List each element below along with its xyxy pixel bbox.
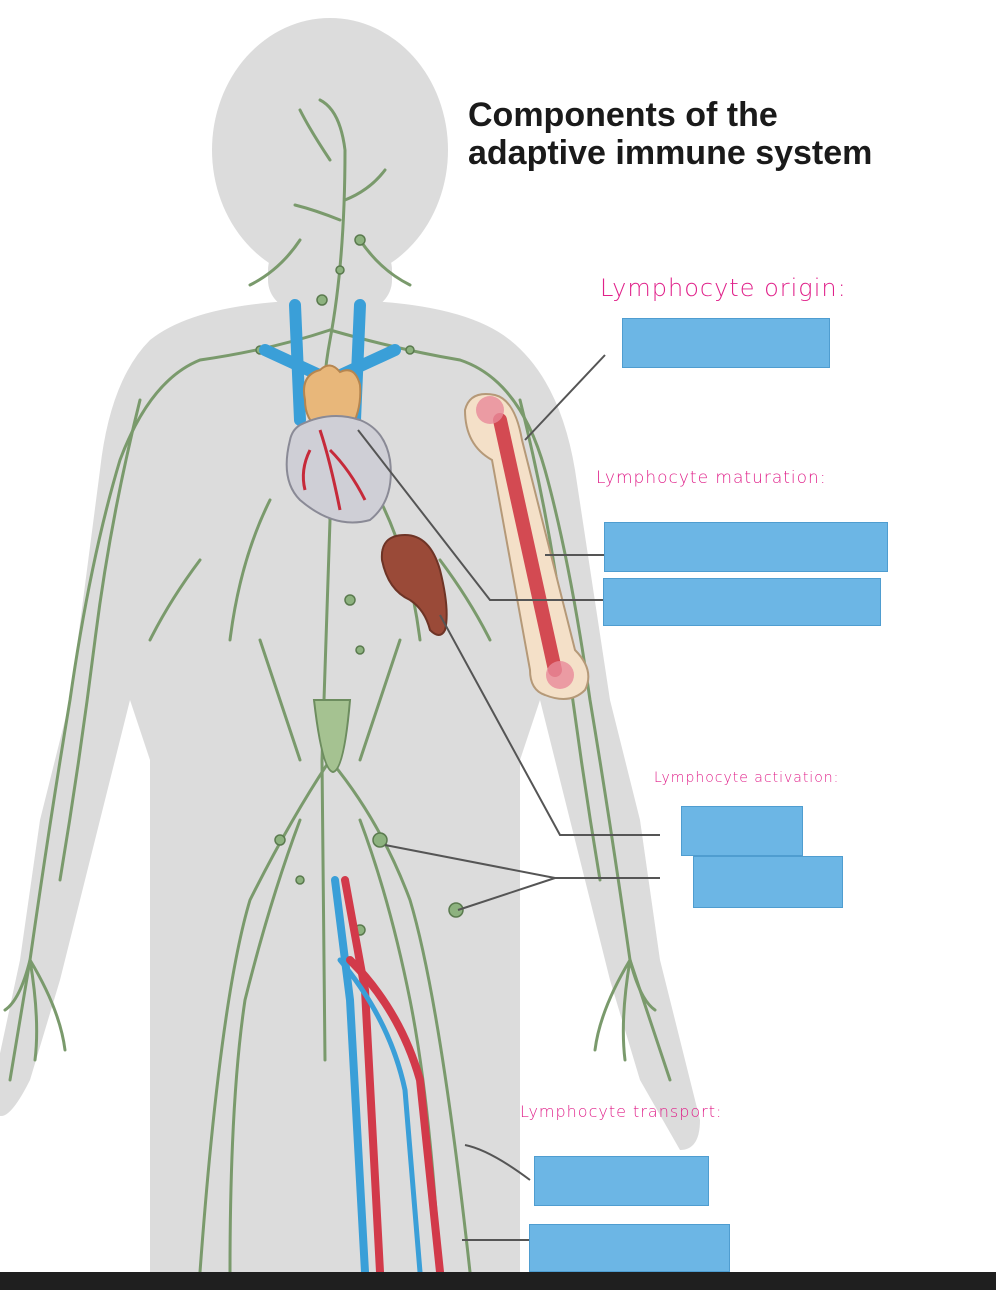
leg-vessels — [331, 876, 444, 1276]
diagram-title: Components of the adaptive immune system — [468, 96, 988, 172]
answer-box-transport-2[interactable] — [529, 1224, 730, 1272]
answer-box-maturation-1[interactable] — [604, 522, 888, 572]
answer-box-activation-2[interactable] — [693, 856, 843, 908]
cisterna-chyli — [312, 699, 352, 774]
spleen — [380, 533, 448, 636]
lymphatic-vessels — [3, 98, 672, 1274]
answer-box-maturation-2[interactable] — [603, 578, 881, 626]
label-lymphocyte-activation: Lymphocyte activation: — [654, 770, 840, 786]
label-lymphocyte-origin: Lymphocyte origin: — [600, 274, 847, 302]
body-silhouette — [0, 18, 700, 1272]
label-lymphocyte-maturation: Lymphocyte maturation: — [596, 468, 827, 488]
label-lymphocyte-transport: Lymphocyte transport: — [520, 1102, 723, 1121]
answer-box-activation-1[interactable] — [681, 806, 803, 856]
title-line-2: adaptive immune system — [468, 134, 873, 172]
title-line-1: Components of the — [468, 96, 778, 134]
answer-box-transport-1[interactable] — [534, 1156, 709, 1206]
bottom-bar — [0, 1272, 996, 1290]
leader-lines — [357, 354, 660, 1241]
coronary-arteries — [301, 429, 367, 511]
heart — [285, 415, 392, 524]
answer-box-origin[interactable] — [622, 318, 830, 368]
humerus-bone — [463, 393, 590, 700]
